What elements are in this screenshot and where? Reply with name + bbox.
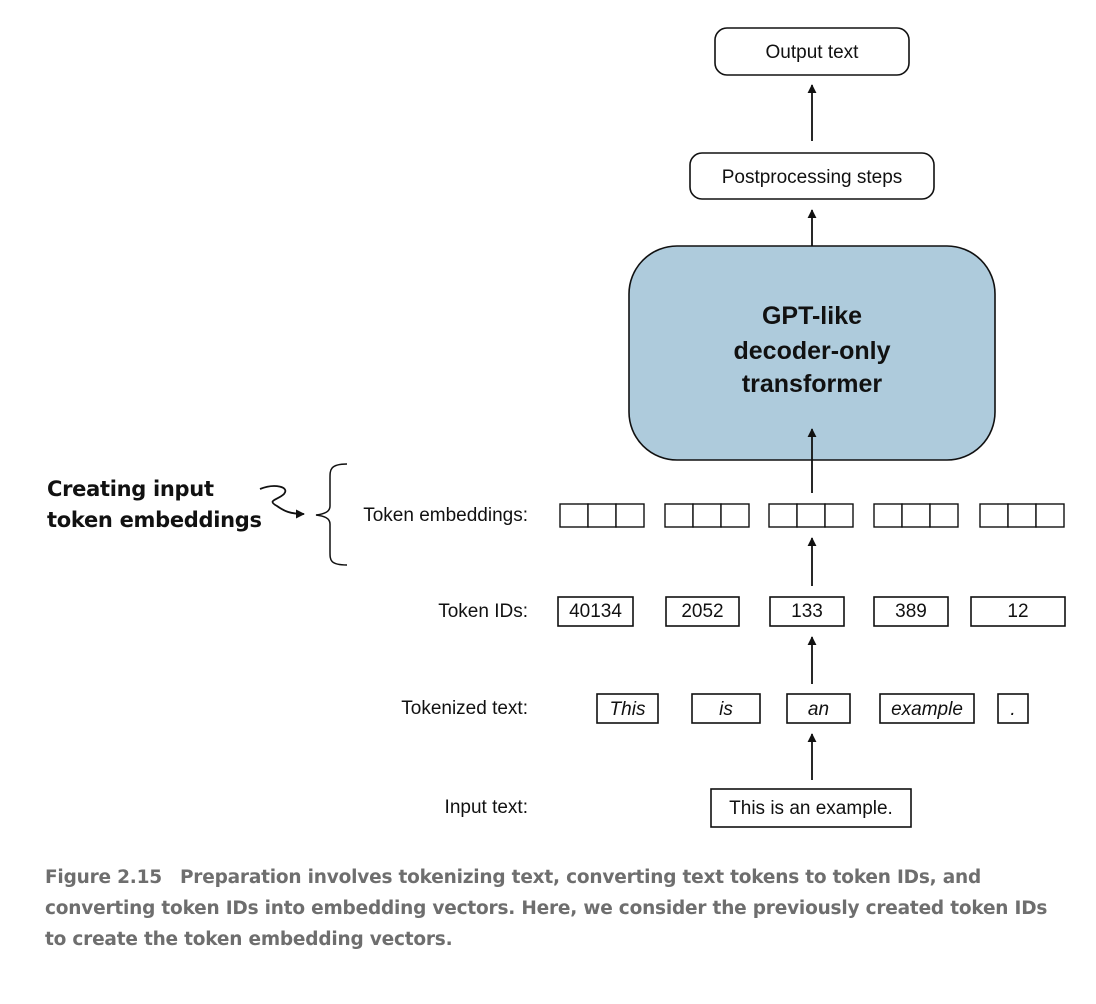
embedding-cell: [1007, 503, 1037, 528]
embedding-cell: [768, 503, 798, 528]
gpt-model-line1: GPT-like: [762, 302, 862, 330]
figure-number: Figure 2.15: [45, 867, 162, 888]
token-id-value: 133: [791, 601, 823, 622]
embedding-cell: [559, 503, 589, 528]
embedding-cell: [824, 503, 854, 528]
embedding-group-3: [768, 503, 854, 528]
embedding-cell: [692, 503, 722, 528]
embedding-group-1: [559, 503, 645, 528]
embedding-group-2: [664, 503, 750, 528]
embedding-cell: [664, 503, 694, 528]
annotation-line2: token embeddings: [47, 508, 262, 532]
token-id-box: 133: [769, 596, 845, 627]
postprocessing-node: Postprocessing steps: [689, 152, 935, 200]
row-label-tokenized-text: Tokenized text:: [401, 698, 528, 719]
gpt-model-line3: transformer: [742, 370, 883, 398]
token-id-value: 389: [895, 601, 927, 622]
token-box: .: [997, 693, 1029, 724]
token-text: This: [610, 699, 646, 720]
token-box: example: [879, 693, 975, 724]
embedding-cell: [901, 503, 931, 528]
token-id-box: 40134: [557, 596, 634, 627]
embedding-cell: [979, 503, 1009, 528]
embedding-cell: [1035, 503, 1065, 528]
postprocessing-label: Postprocessing steps: [722, 167, 903, 188]
input-text-node: This is an example.: [710, 788, 912, 828]
annotation-line1: Creating input: [47, 477, 214, 501]
embedding-group-5: [979, 503, 1065, 528]
annotation-brace: [315, 463, 348, 566]
token-box: is: [691, 693, 761, 724]
token-text: is: [719, 699, 733, 720]
token-id-box: 12: [970, 596, 1066, 627]
caption-text: Preparation involves tokenizing text, co…: [45, 867, 1048, 950]
token-text: an: [808, 699, 829, 720]
diagram-canvas: Output text Postprocessing steps GPT-lik…: [47, 27, 1066, 828]
token-id-value: 12: [1007, 601, 1028, 622]
embedding-cell: [587, 503, 617, 528]
row-label-token-ids: Token IDs:: [438, 601, 528, 622]
embedding-group-4: [873, 503, 959, 528]
embedding-cell: [796, 503, 826, 528]
output-text-label: Output text: [766, 42, 860, 63]
token-text: example: [891, 699, 963, 720]
token-id-box: 2052: [665, 596, 740, 627]
gpt-model-node: GPT-like decoder-only transformer: [628, 245, 996, 461]
gpt-model-line2: decoder-only: [734, 337, 891, 365]
row-label-token-embeddings: Token embeddings:: [363, 505, 528, 526]
embedding-cell: [615, 503, 645, 528]
token-id-value: 40134: [569, 601, 622, 622]
token-box: This: [596, 693, 659, 724]
token-text: .: [1010, 699, 1015, 720]
output-text-node: Output text: [714, 27, 910, 76]
token-box: an: [786, 693, 851, 724]
embedding-cell: [873, 503, 903, 528]
embedding-cell: [720, 503, 750, 528]
embedding-cell: [929, 503, 959, 528]
token-id-value: 2052: [681, 601, 723, 622]
input-text-value: This is an example.: [729, 798, 893, 819]
annotation-squiggle-arrow: [259, 485, 305, 519]
row-label-input-text: Input text:: [445, 797, 528, 818]
token-id-box: 389: [873, 596, 949, 627]
